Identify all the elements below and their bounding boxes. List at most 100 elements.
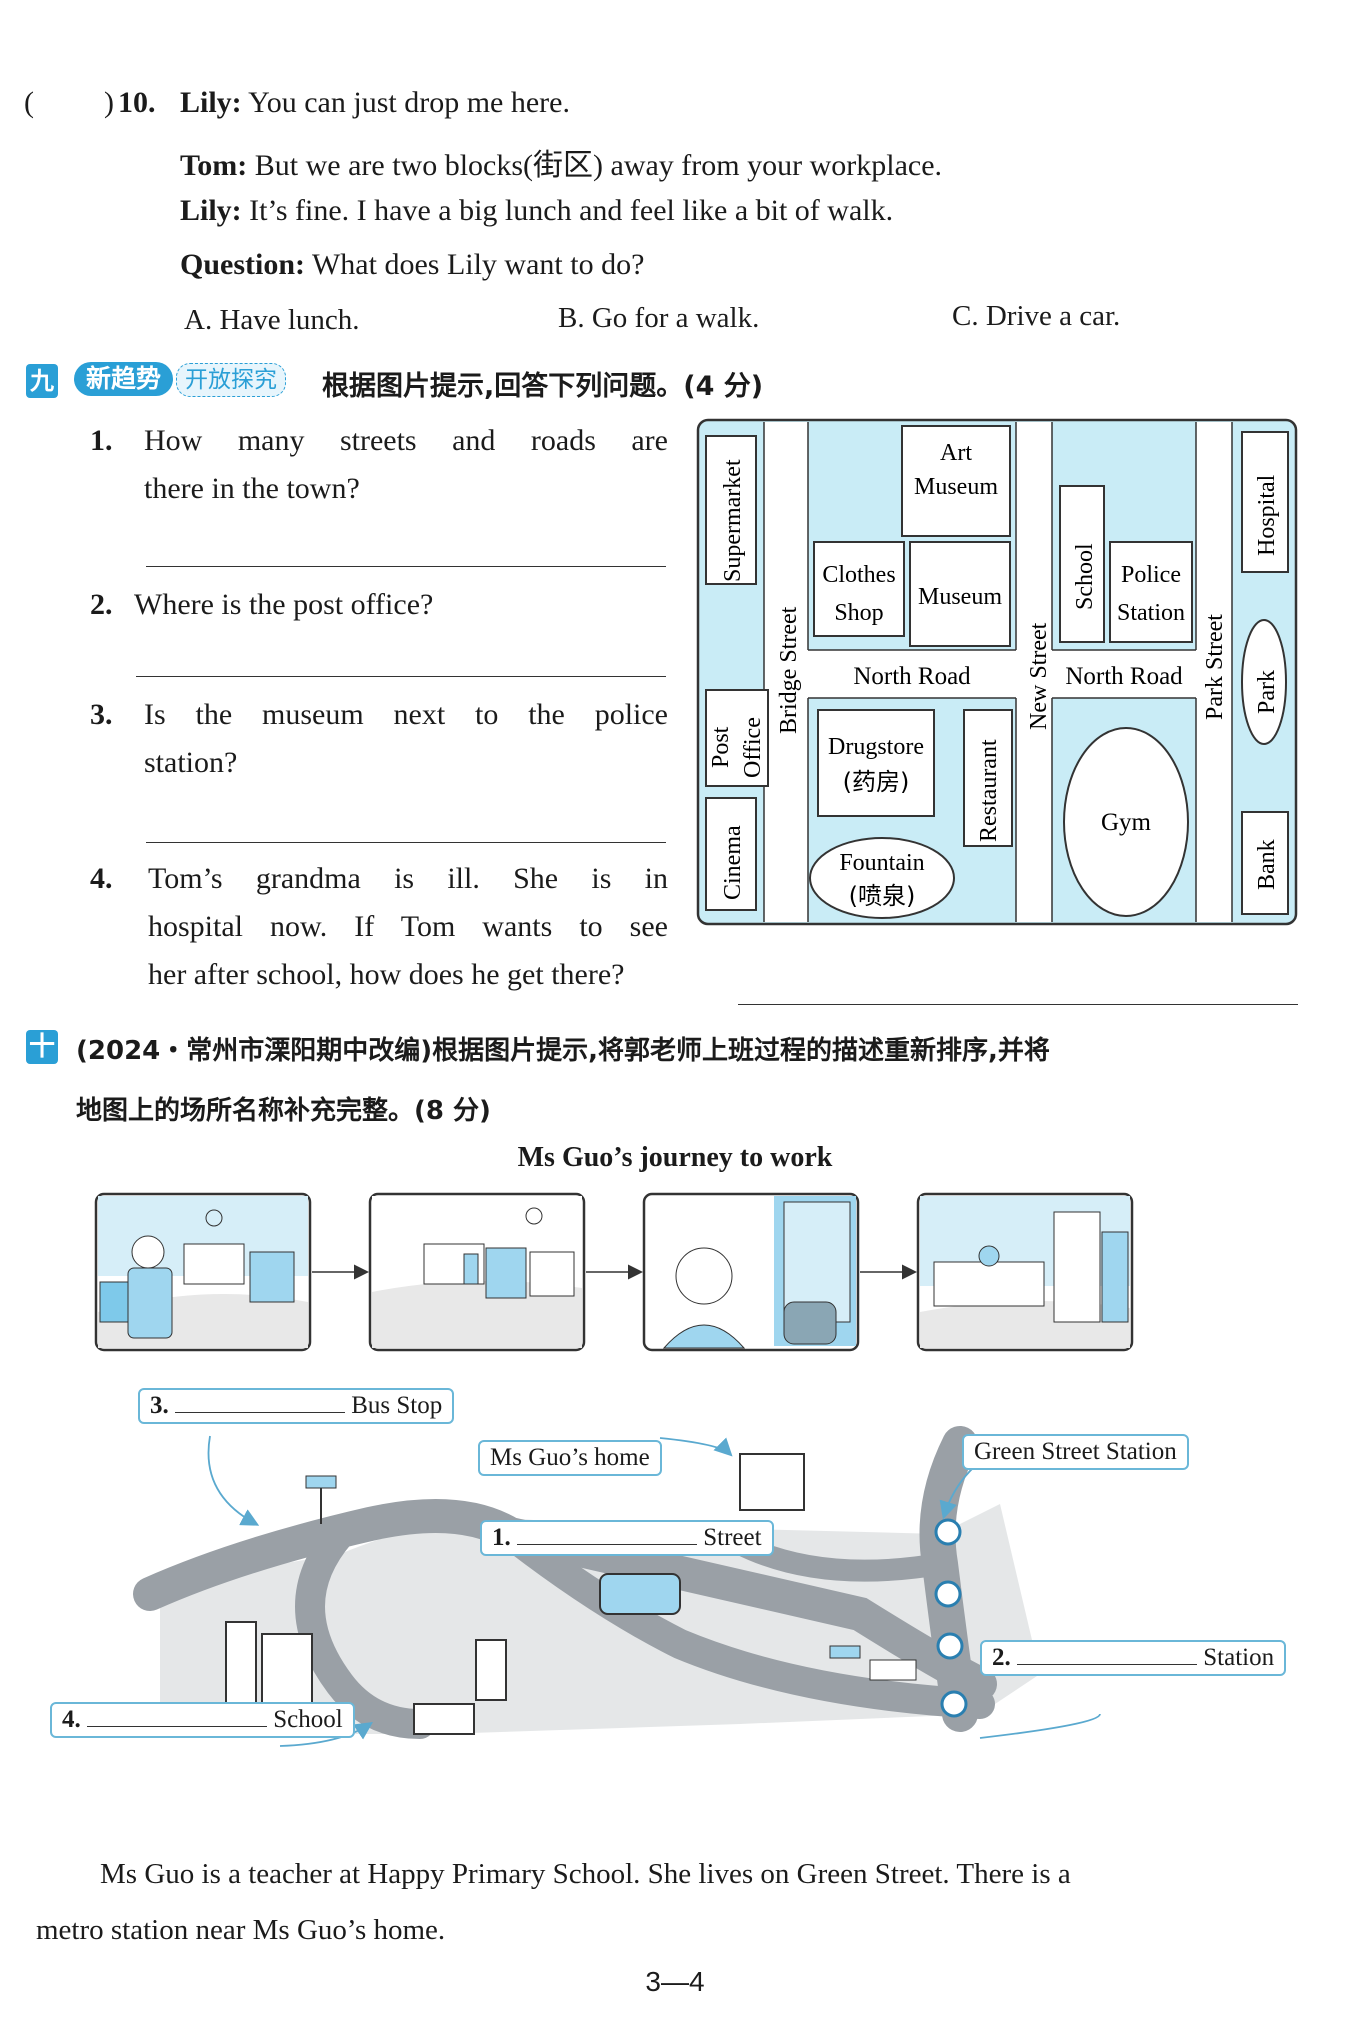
restaurant-building bbox=[963, 709, 1013, 847]
post-office-building bbox=[705, 689, 769, 787]
school-blank[interactable] bbox=[87, 1708, 267, 1727]
panel-walking bbox=[94, 1192, 312, 1352]
drugstore-label-2: (药房) bbox=[843, 768, 910, 796]
school-label-box: 4. School bbox=[50, 1702, 355, 1738]
answer-line-1[interactable] bbox=[146, 566, 666, 567]
panel-school bbox=[916, 1192, 1134, 1352]
dialogue-text: It’s fine. I have a big lunch and feel l… bbox=[249, 194, 894, 227]
drugstore-building bbox=[817, 709, 935, 817]
label-num: 1. bbox=[492, 1524, 511, 1551]
label-text: Street bbox=[703, 1524, 762, 1551]
q-text: Tom’s grandma is ill. She is in bbox=[148, 862, 668, 895]
q-num: 4. bbox=[90, 862, 113, 895]
story-paragraph-2: metro station near Ms Guo’s home. bbox=[36, 1914, 446, 1946]
park-shape bbox=[1241, 619, 1287, 745]
answer-line-2[interactable] bbox=[136, 676, 666, 677]
journey-title: Ms Guo’s journey to work bbox=[517, 1142, 833, 1173]
speaker: Lily: bbox=[180, 86, 242, 119]
question-number: 10. bbox=[118, 86, 156, 119]
label-text: Station bbox=[1203, 1644, 1275, 1671]
q-text: her after school, how does he get there? bbox=[148, 958, 625, 991]
q-text: station? bbox=[144, 746, 238, 779]
section-nine-instruction: 根据图片提示,回答下列问题。(4 分) bbox=[322, 371, 764, 402]
north-road bbox=[808, 650, 1196, 698]
q9-4: 4. Tom’s grandma is ill. She is in hospi… bbox=[90, 862, 668, 992]
q-text: there in the town? bbox=[144, 472, 360, 505]
hospital-label: Hospital bbox=[1254, 474, 1280, 556]
park-street-road bbox=[1196, 422, 1232, 922]
school-building bbox=[1059, 485, 1105, 643]
bank-label: Bank bbox=[1254, 839, 1280, 890]
art-museum-label-2: Museum bbox=[914, 474, 998, 500]
school-building-map bbox=[413, 1703, 475, 1735]
fountain-shape bbox=[809, 837, 955, 919]
police-label-1: Police bbox=[1121, 562, 1181, 588]
clothes-shop-building bbox=[813, 541, 905, 637]
q-text: Is the museum next to the police bbox=[144, 698, 668, 731]
dialogue-line-3: Lily: It’s fine. I have a big lunch and … bbox=[180, 194, 893, 228]
route-map bbox=[133, 1426, 1101, 1747]
bus bbox=[599, 1573, 681, 1615]
answer-line-3[interactable] bbox=[146, 842, 666, 843]
q9-2: 2.Where is the post office? bbox=[90, 588, 433, 622]
park-label: Park bbox=[1254, 670, 1280, 714]
question-text: What does Lily want to do? bbox=[311, 248, 645, 281]
answer-paren-close: ) bbox=[104, 86, 114, 119]
new-trend-tag: 新趋势 bbox=[74, 362, 174, 396]
label-text: School bbox=[273, 1706, 343, 1733]
section-ten-instruction-2: 地图上的场所名称补充完整。(8 分) bbox=[76, 1096, 491, 1126]
art-museum-building bbox=[901, 425, 1011, 537]
green-station-label: Green Street Station bbox=[962, 1434, 1189, 1470]
answer-line-4[interactable] bbox=[738, 1004, 1298, 1005]
hospital-building bbox=[1241, 431, 1289, 573]
bank-building bbox=[1241, 811, 1289, 915]
home-label: Ms Guo’s home bbox=[478, 1440, 662, 1476]
restaurant-label: Restaurant bbox=[976, 739, 1002, 842]
q-text: hospital now. If Tom wants to see bbox=[148, 910, 668, 943]
station-blank[interactable] bbox=[1017, 1646, 1197, 1665]
cinema-label: Cinema bbox=[720, 825, 746, 900]
page-number: 3—4 bbox=[645, 1966, 705, 1997]
q9-1: 1. How many streets and roads are there … bbox=[90, 424, 668, 506]
dialogue-line-2: Tom: But we are two blocks(街区) away from… bbox=[180, 140, 942, 184]
drugstore-label-1: Drugstore bbox=[828, 734, 924, 760]
open-explore-tag: 开放探究 bbox=[176, 363, 286, 397]
story-paragraph-1: Ms Guo is a teacher at Happy Primary Sch… bbox=[100, 1858, 1071, 1890]
option-b[interactable]: B. Go for a walk. bbox=[558, 302, 760, 334]
bus-stop-label: 3. Bus Stop bbox=[138, 1388, 455, 1424]
question-line: Question: What does Lily want to do? bbox=[180, 248, 644, 282]
police-label-2: Station bbox=[1117, 600, 1185, 626]
street-label: 1. Street bbox=[480, 1520, 774, 1556]
speaker: Question: bbox=[180, 248, 306, 281]
home-building bbox=[739, 1453, 805, 1511]
label-text: Bus Stop bbox=[351, 1392, 443, 1419]
q-num: 1. bbox=[90, 424, 113, 457]
section-ten-instruction-1: (2024・常州市溧阳期中改编)根据图片提示,将郭老师上班过程的描述重新排序,并… bbox=[76, 1036, 1050, 1066]
bridge-street-road bbox=[764, 422, 808, 922]
post-office-label-2: Office bbox=[740, 717, 766, 778]
park-street-label: Park Street bbox=[1202, 614, 1228, 720]
post-office-label-1: Post bbox=[708, 726, 734, 768]
new-street-label: New Street bbox=[1026, 622, 1052, 730]
museum-building bbox=[909, 541, 1011, 647]
clothes-shop-label-1: Clothes bbox=[822, 562, 895, 588]
label-num: 2. bbox=[992, 1644, 1011, 1671]
cinema-building bbox=[705, 797, 757, 911]
dialogue-text: You can just drop me here. bbox=[248, 86, 570, 119]
police-station-building bbox=[1109, 541, 1193, 643]
town-map: Supermarket Post Office Cinema Bridge St… bbox=[696, 418, 1298, 926]
dialogue-line-1: Lily: You can just drop me here. bbox=[180, 86, 570, 120]
q9-3: 3. Is the museum next to the police stat… bbox=[90, 698, 668, 780]
bus-stop-blank[interactable] bbox=[175, 1394, 345, 1413]
q-num: 2. bbox=[90, 588, 113, 621]
option-a[interactable]: A. Have lunch. bbox=[184, 304, 360, 336]
art-museum-label-1: Art bbox=[940, 440, 972, 466]
bridge-street-label: Bridge Street bbox=[776, 606, 802, 734]
gym-label: Gym bbox=[1101, 809, 1152, 836]
gym-shape bbox=[1063, 727, 1189, 917]
street-blank[interactable] bbox=[517, 1526, 697, 1545]
panel-bus-stop bbox=[368, 1192, 586, 1352]
museum-label: Museum bbox=[918, 584, 1002, 610]
option-c[interactable]: C. Drive a car. bbox=[952, 300, 1121, 332]
north-road-label-1: North Road bbox=[853, 663, 971, 690]
